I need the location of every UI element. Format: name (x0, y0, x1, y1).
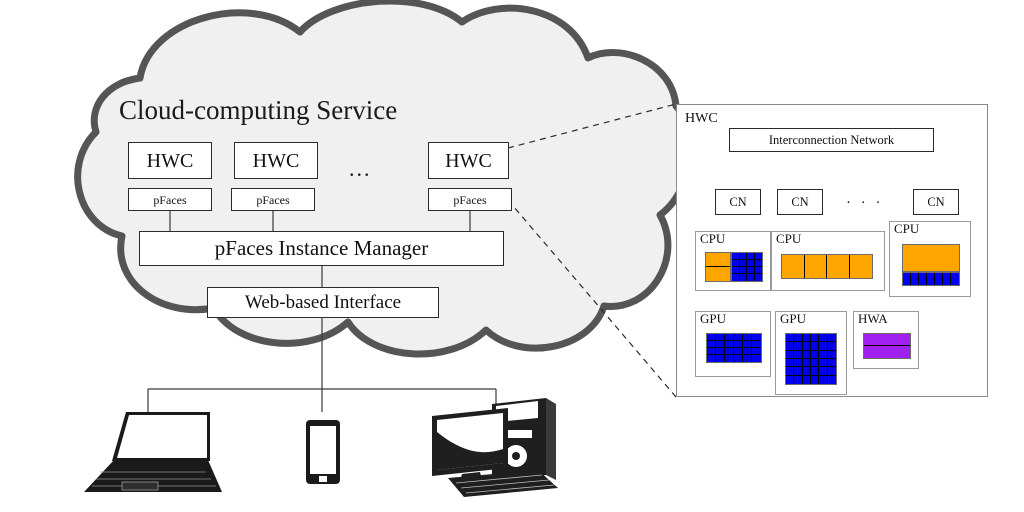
hwc-node-1[interactable]: HWC (128, 142, 212, 179)
cpu-unit-1[interactable]: CPU (695, 231, 771, 291)
compute-node-1[interactable]: CN (715, 189, 761, 215)
hwa-unit-label: HWA (858, 311, 888, 326)
hwa-unit-core-block (863, 333, 911, 359)
gpu-unit-2-core-block (785, 333, 837, 385)
cpu-unit-3-core-block-blue (902, 272, 960, 286)
cpu-unit-1-label: CPU (700, 231, 726, 246)
hwc-node-3-pfaces[interactable]: pFaces (428, 188, 512, 211)
laptop-icon (84, 412, 222, 492)
cpu-unit-3[interactable]: CPU (889, 221, 971, 297)
compute-node-ellipsis: · · · (846, 195, 884, 211)
hwc-node-1-pfaces[interactable]: pFaces (128, 188, 212, 211)
page-title: Cloud-computing Service (119, 95, 398, 125)
gpu-unit-2[interactable]: GPU (775, 311, 847, 395)
hwc-node-2-pfaces[interactable]: pFaces (231, 188, 315, 211)
hwc-panel-title: HWC (685, 111, 718, 126)
interconnection-network[interactable]: Interconnection Network (729, 128, 934, 152)
web-based-interface[interactable]: Web-based Interface (207, 287, 439, 318)
cpu-unit-2[interactable]: CPU (771, 231, 885, 291)
hwc-ellipsis: ... (349, 156, 372, 181)
cpu-unit-3-label: CPU (894, 221, 920, 236)
hwc-node-3[interactable]: HWC (428, 142, 509, 179)
hwc-node-2[interactable]: HWC (234, 142, 318, 179)
cpu-unit-2-label: CPU (776, 231, 802, 246)
smartphone-icon (306, 420, 340, 484)
cpu-unit-1-core-block-blue (731, 252, 763, 282)
gpu-unit-1-label: GPU (700, 311, 727, 326)
hwc-detail-panel: HWC Interconnection Network CN CN · · · … (676, 104, 988, 397)
compute-node-3[interactable]: CN (913, 189, 959, 215)
desktop-computer-icon (432, 398, 558, 497)
gpu-unit-1[interactable]: GPU (695, 311, 771, 377)
cpu-unit-1-core-block-orange (705, 252, 731, 282)
cpu-unit-2-core-block-orange (781, 254, 873, 279)
cloud-connectors (147, 211, 497, 412)
gpu-unit-1-core-block (706, 333, 762, 363)
pfaces-instance-manager[interactable]: pFaces Instance Manager (139, 231, 504, 266)
hwa-unit[interactable]: HWA (853, 311, 919, 369)
cpu-unit-3-core-block-orange (902, 244, 960, 272)
zoom-callout-lines (507, 103, 677, 398)
compute-node-2[interactable]: CN (777, 189, 823, 215)
gpu-unit-2-label: GPU (780, 311, 807, 326)
